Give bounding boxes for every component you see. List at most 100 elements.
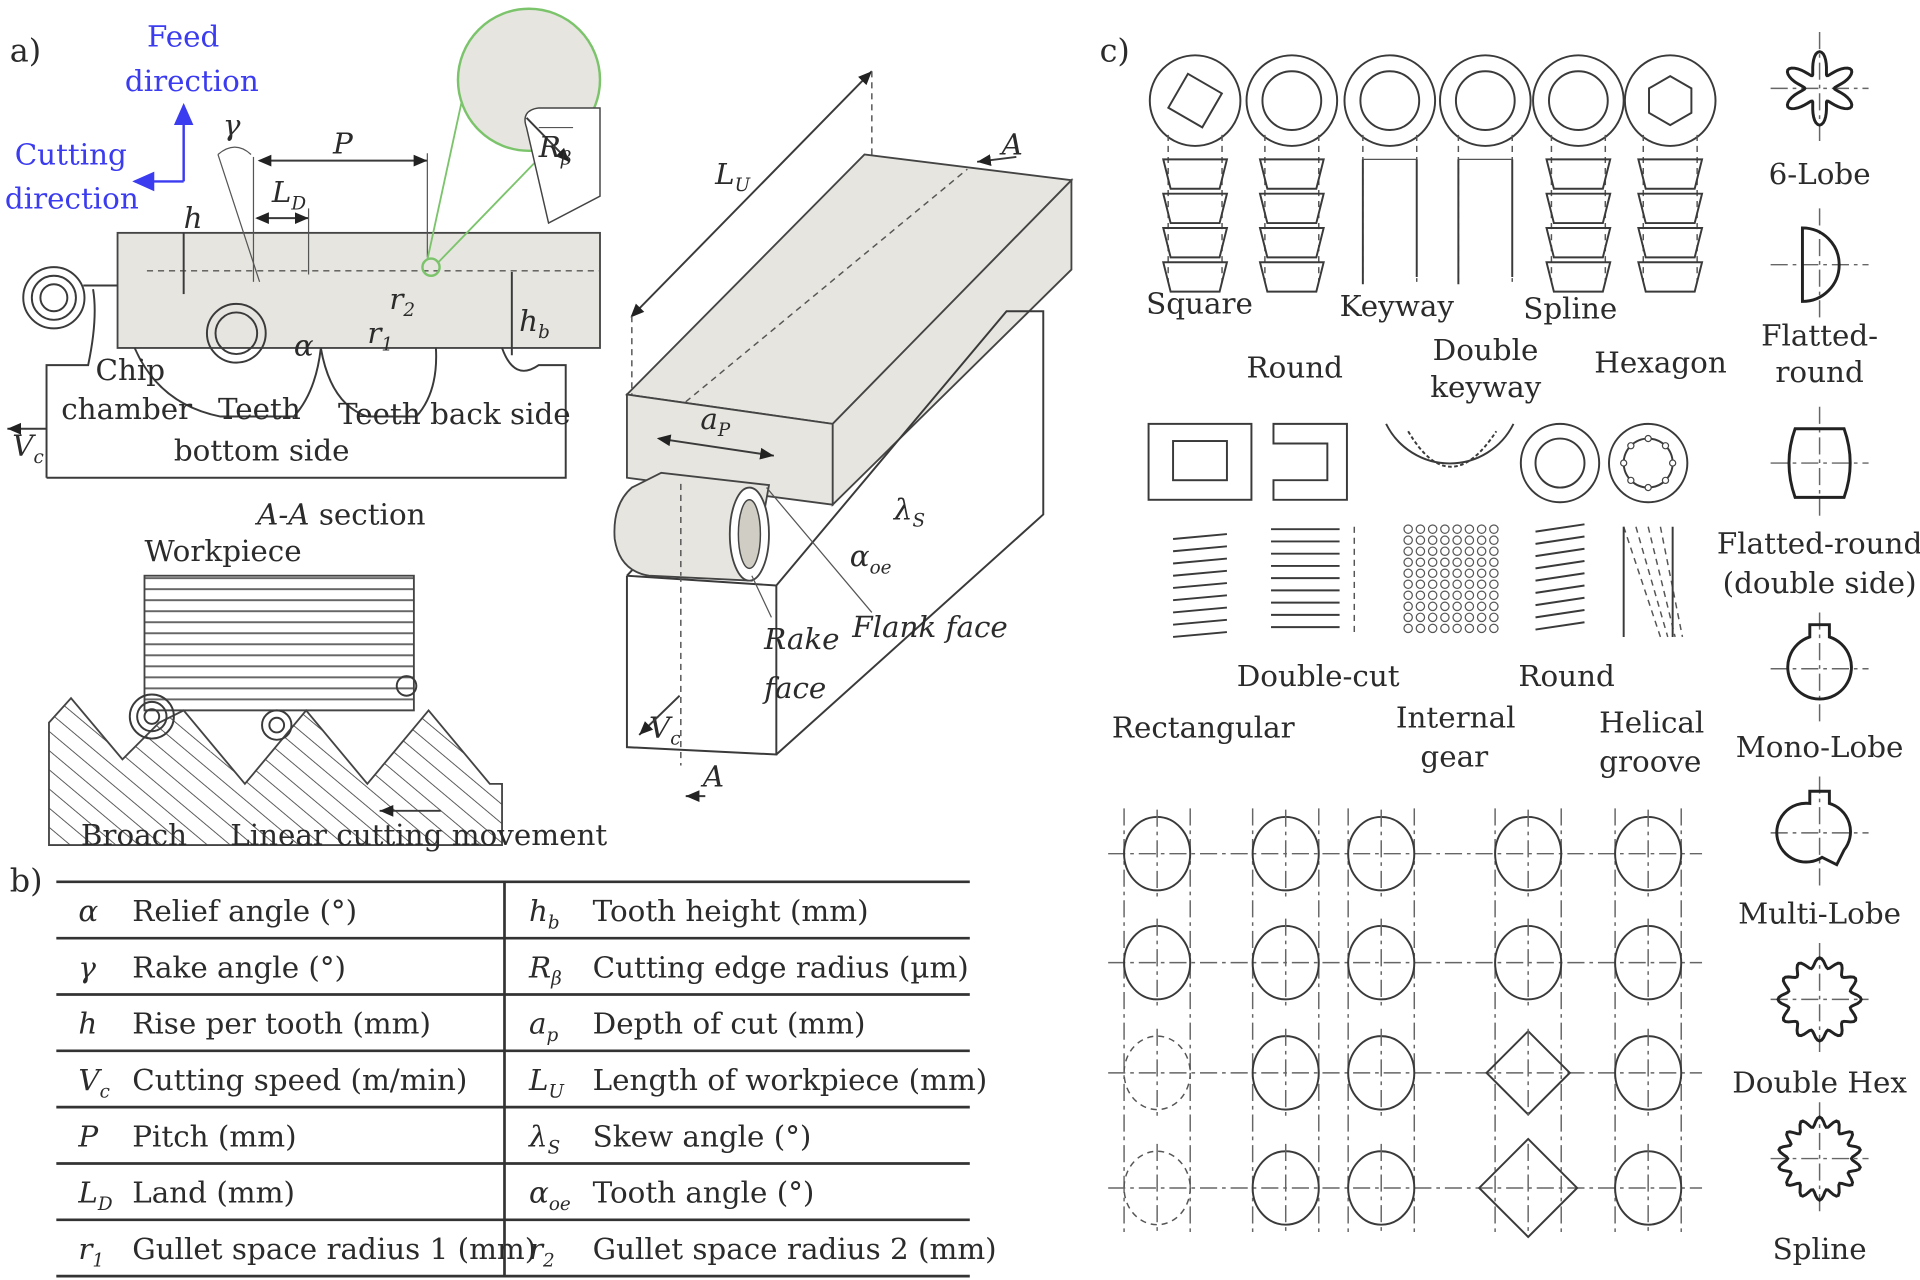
- label-internal-gear-1: Internal: [1396, 701, 1516, 735]
- hole-profiles-column: 6-LobeFlatted-roundFlatted-round(double …: [1717, 32, 1920, 1266]
- parameter-symbol: r1: [78, 1232, 104, 1271]
- panel-b-label: b): [10, 862, 43, 900]
- profile-label: (double side): [1723, 566, 1917, 600]
- parameter-symbol: h: [78, 1007, 97, 1041]
- table-row-right: Rβ Cutting edge radius (µm): [528, 950, 969, 989]
- direction-indicator: Feed direction Cutting direction: [5, 20, 259, 216]
- alpha-symbol: α: [294, 328, 314, 362]
- parameter-symbol: λS: [528, 1119, 560, 1158]
- profile-stage-icon: [1614, 1028, 1683, 1117]
- parameter-description: Length of workpiece (mm): [593, 1063, 988, 1097]
- linear-cutting-label: Linear cutting movement: [230, 818, 607, 852]
- profile-stage-icon: [1347, 918, 1416, 1007]
- parameter-description: Rake angle (°): [132, 950, 346, 984]
- broach-keyway-icon: [1343, 54, 1437, 285]
- section-mark-bottom: A: [700, 759, 724, 793]
- table-row-right: λS Skew angle (°): [528, 1119, 811, 1158]
- profile-stage-icon: [1494, 809, 1563, 898]
- r2-symbol: r2: [389, 282, 415, 321]
- broach-outline: [45, 289, 567, 479]
- label-keyway: Keyway: [1340, 289, 1455, 323]
- parameter-description: Cutting edge radius (µm): [593, 950, 969, 984]
- table-row-right: LU Length of workpiece (mm): [528, 1063, 987, 1102]
- profile-label: Multi-Lobe: [1738, 896, 1901, 930]
- profile-label: Flatted-round: [1717, 527, 1920, 561]
- feed-direction-label-2: direction: [125, 64, 259, 98]
- iso-vc-symbol: Vc: [649, 710, 681, 749]
- label-double-cut: Double-cut: [1237, 659, 1400, 693]
- parameter-symbol: LU: [528, 1063, 565, 1102]
- tooth-height-symbol: hb: [519, 304, 550, 343]
- profile-multi-lobe: Multi-Lobe: [1738, 776, 1901, 930]
- flank-face-label: Flank face: [851, 610, 1008, 644]
- table-row-left: γ Rake angle (°): [78, 950, 346, 984]
- broach-internal-gear-icon: [1385, 423, 1515, 634]
- parameter-symbol: LD: [77, 1176, 113, 1215]
- table-row-right: r2 Gullet space radius 2 (mm): [529, 1232, 997, 1271]
- section-title: A-A section: [254, 497, 425, 531]
- chip-coil-2-icon: [205, 302, 267, 364]
- parameter-description: Land (mm): [132, 1176, 295, 1210]
- chip-label: Chip: [96, 353, 166, 387]
- panel-a-label: a): [10, 31, 41, 69]
- length-dimension: [630, 70, 873, 318]
- profile-stage-icon: [1494, 918, 1563, 1007]
- broach-hexagon-icon: [1623, 54, 1717, 293]
- profile-stage-icon: [1477, 1137, 1579, 1239]
- profile-stage-icon: [1123, 1143, 1191, 1233]
- broach-double-cut-icon: [1271, 422, 1356, 637]
- parameter-symbol: αoe: [529, 1176, 571, 1215]
- chip-cylinder: [613, 471, 771, 582]
- parameter-description: Cutting speed (m/min): [132, 1063, 467, 1097]
- label-helical-groove-1: Helical: [1599, 705, 1704, 739]
- label-round: Round: [1247, 350, 1343, 384]
- parameter-symbol: γ: [78, 950, 96, 984]
- isometric-view: LU A aP λS αoe Rake face Flank face Vc: [613, 70, 1074, 802]
- label-round-2: Round: [1518, 659, 1614, 693]
- profile-spline: Spline: [1770, 1102, 1869, 1266]
- gamma-symbol: γ: [223, 108, 241, 142]
- parameter-symbol: Rβ: [528, 950, 562, 989]
- broach-spline-icon: [1532, 54, 1625, 293]
- workpiece-side: [116, 231, 601, 349]
- section-mark-top: A: [999, 127, 1023, 161]
- profile-label: Spline: [1773, 1232, 1867, 1266]
- land-symbol: LD: [271, 175, 307, 214]
- table-row-left: LD Land (mm): [77, 1176, 295, 1215]
- broach-shapes-row-2: [1147, 422, 1689, 638]
- profile-stage-icon: [1123, 918, 1192, 1007]
- chip-spiral-icon: [128, 675, 418, 741]
- rake-angle-arc: [217, 146, 252, 155]
- broach-round-icon: [1245, 54, 1339, 293]
- label-spline: Spline: [1523, 292, 1617, 326]
- profile-stage-icon: [1123, 1028, 1191, 1117]
- profile-6-lobe: 6-Lobe: [1769, 32, 1871, 191]
- label-hexagon: Hexagon: [1594, 345, 1727, 379]
- section-aa: A-A section Workpiece Broach Linear cutt…: [48, 497, 607, 852]
- profile-stage-icon: [1614, 1143, 1683, 1233]
- parameter-symbol: Vc: [78, 1063, 110, 1102]
- label-rectangular: Rectangular: [1112, 710, 1296, 744]
- label-square: Square: [1146, 287, 1253, 321]
- parameter-symbol: r2: [529, 1232, 555, 1271]
- profile-stage-icon: [1347, 1028, 1416, 1117]
- parameter-description: Skew angle (°): [593, 1119, 812, 1153]
- panel-a: a) Feed direction Cutting direction: [5, 7, 1074, 852]
- profile-stage-icon: [1251, 1028, 1320, 1117]
- vc-symbol: Vc: [12, 429, 44, 468]
- profile-progression-grid: [1108, 808, 1703, 1239]
- profile-stage-icon: [1614, 918, 1683, 1007]
- pitch-symbol: P: [332, 126, 354, 160]
- parameter-description: Gullet space radius 2 (mm): [593, 1232, 997, 1266]
- profile-stage-icon: [1251, 918, 1320, 1007]
- profile-stage-icon: [1485, 1028, 1572, 1117]
- cutting-direction-label-1: Cutting: [15, 137, 127, 171]
- broach-helical-groove-icon: [1608, 422, 1689, 638]
- profile-stage-icon: [1614, 809, 1683, 898]
- parameter-description: Tooth angle (°): [593, 1176, 815, 1210]
